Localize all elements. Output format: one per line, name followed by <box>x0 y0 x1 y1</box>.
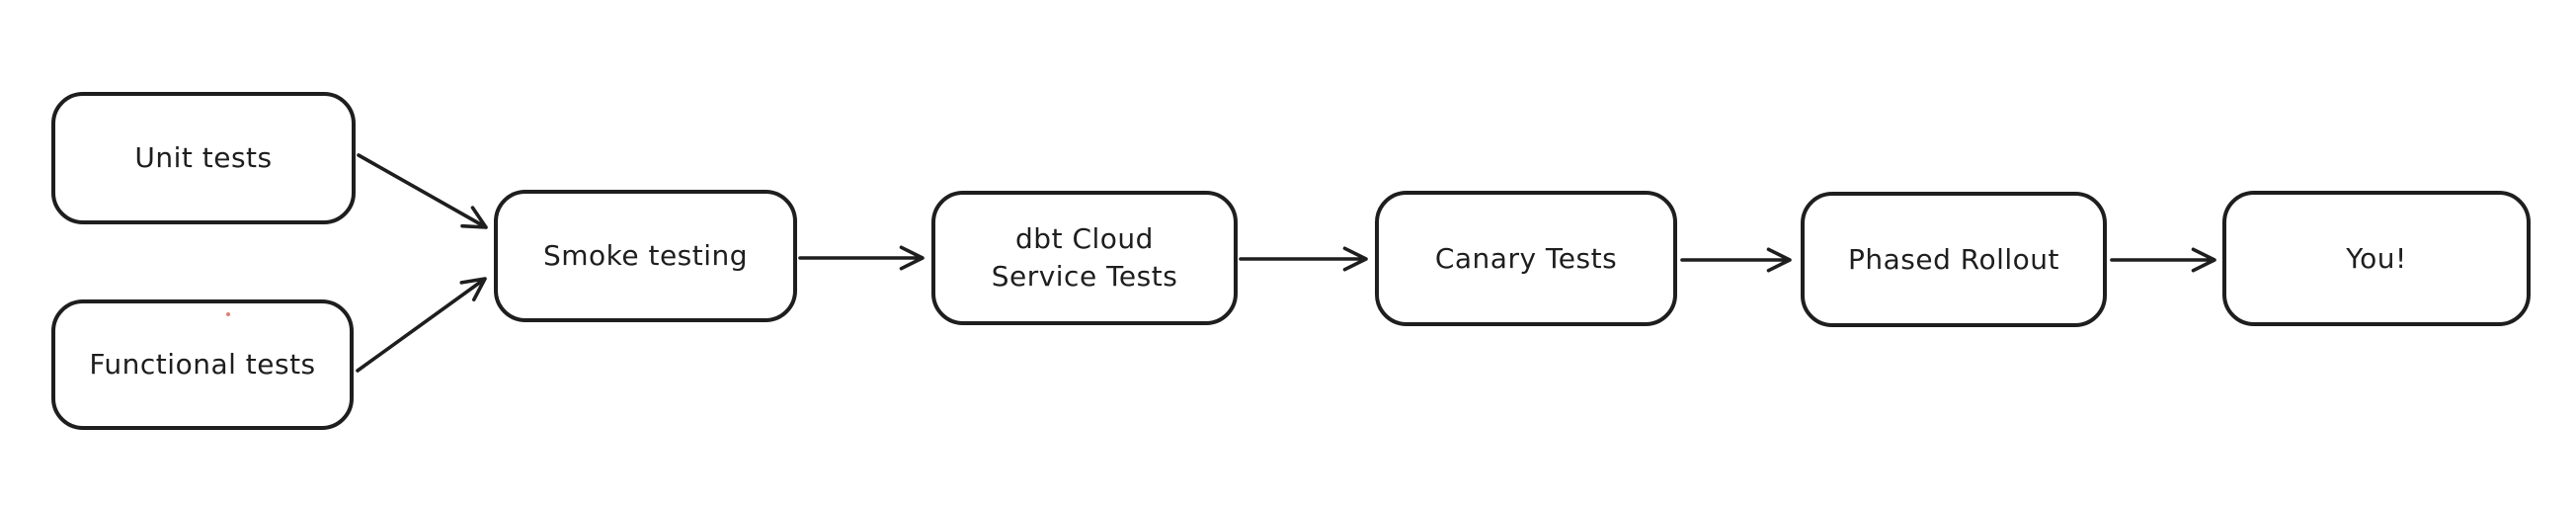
node-text: Smoke testing <box>542 239 749 272</box>
node-dbt-cloud-service-tests: dbt Cloud Service Tests <box>931 191 1238 325</box>
node-you: You! <box>2222 191 2531 326</box>
node-phased-rollout: Phased Rollout <box>1801 192 2107 327</box>
node-label: Functional tests <box>89 346 315 383</box>
stray-red-dot <box>226 312 230 316</box>
arrow-canary-tests-to-phased-rollout <box>1680 247 1792 273</box>
node-label: You! <box>2346 240 2407 278</box>
node-text: dbt Cloud <box>1015 222 1154 255</box>
node-canary-tests: Canary Tests <box>1375 191 1677 326</box>
node-functional-tests: Functional tests <box>51 299 354 430</box>
arrow-functional-tests-to-smoke-testing <box>356 277 487 373</box>
node-text: Canary Tests <box>1434 241 1618 275</box>
node-label: Phased Rollout <box>1848 241 2059 279</box>
node-label: Unit tests <box>134 139 272 177</box>
arrow-phased-rollout-to-you <box>2110 247 2216 273</box>
node-text: You! <box>2346 241 2407 275</box>
node-unit-tests: Unit tests <box>51 92 356 224</box>
node-text: Phased Rollout <box>1847 242 2060 276</box>
node-label: Smoke testing <box>543 237 748 275</box>
node-smoke-testing: Smoke testing <box>494 190 797 322</box>
arrow-smoke-testing-to-dbt-cloud-service-tests <box>798 245 925 271</box>
arrow-unit-tests-to-smoke-testing <box>357 153 488 229</box>
node-text: Service Tests <box>991 260 1178 293</box>
node-text: Functional tests <box>89 348 316 381</box>
arrow-dbt-cloud-service-tests-to-canary-tests <box>1239 246 1368 272</box>
node-label: dbt Cloud Service Tests <box>992 220 1178 296</box>
node-text: Unit tests <box>134 141 273 174</box>
node-label: Canary Tests <box>1435 240 1617 278</box>
